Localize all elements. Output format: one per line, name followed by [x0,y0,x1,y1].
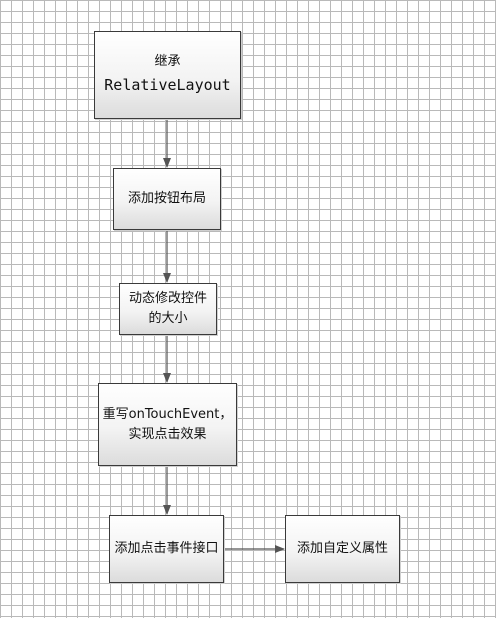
node-inherit-line1: 继承 [154,54,181,69]
node-add-custom-attributes-label: 添加自定义属性 [296,541,388,556]
node-add-click-interface: 添加点击事件接口 [109,515,224,583]
node-add-button-layout-label: 添加按钮布局 [127,191,206,206]
node-resize-controls: 动态修改控件 的大小 [119,283,217,335]
node-resize-controls-line1: 动态修改控件 [128,291,207,306]
node-resize-controls-line2: 的大小 [148,311,188,326]
node-add-button-layout: 添加按钮布局 [113,168,221,230]
node-add-custom-attributes: 添加自定义属性 [285,515,400,583]
node-override-touch-line2: 实现点击效果 [128,426,207,442]
node-add-click-interface-label: 添加点击事件接口 [114,541,219,556]
node-inherit-line2: RelativeLayout [104,76,231,94]
node-override-touch-line1: 重写onTouchEvent， [102,406,233,422]
node-override-ontouchevent: 重写onTouchEvent， 实现点击效果 [98,383,237,466]
node-inherit-relativelayout: 继承 RelativeLayout [94,31,241,119]
